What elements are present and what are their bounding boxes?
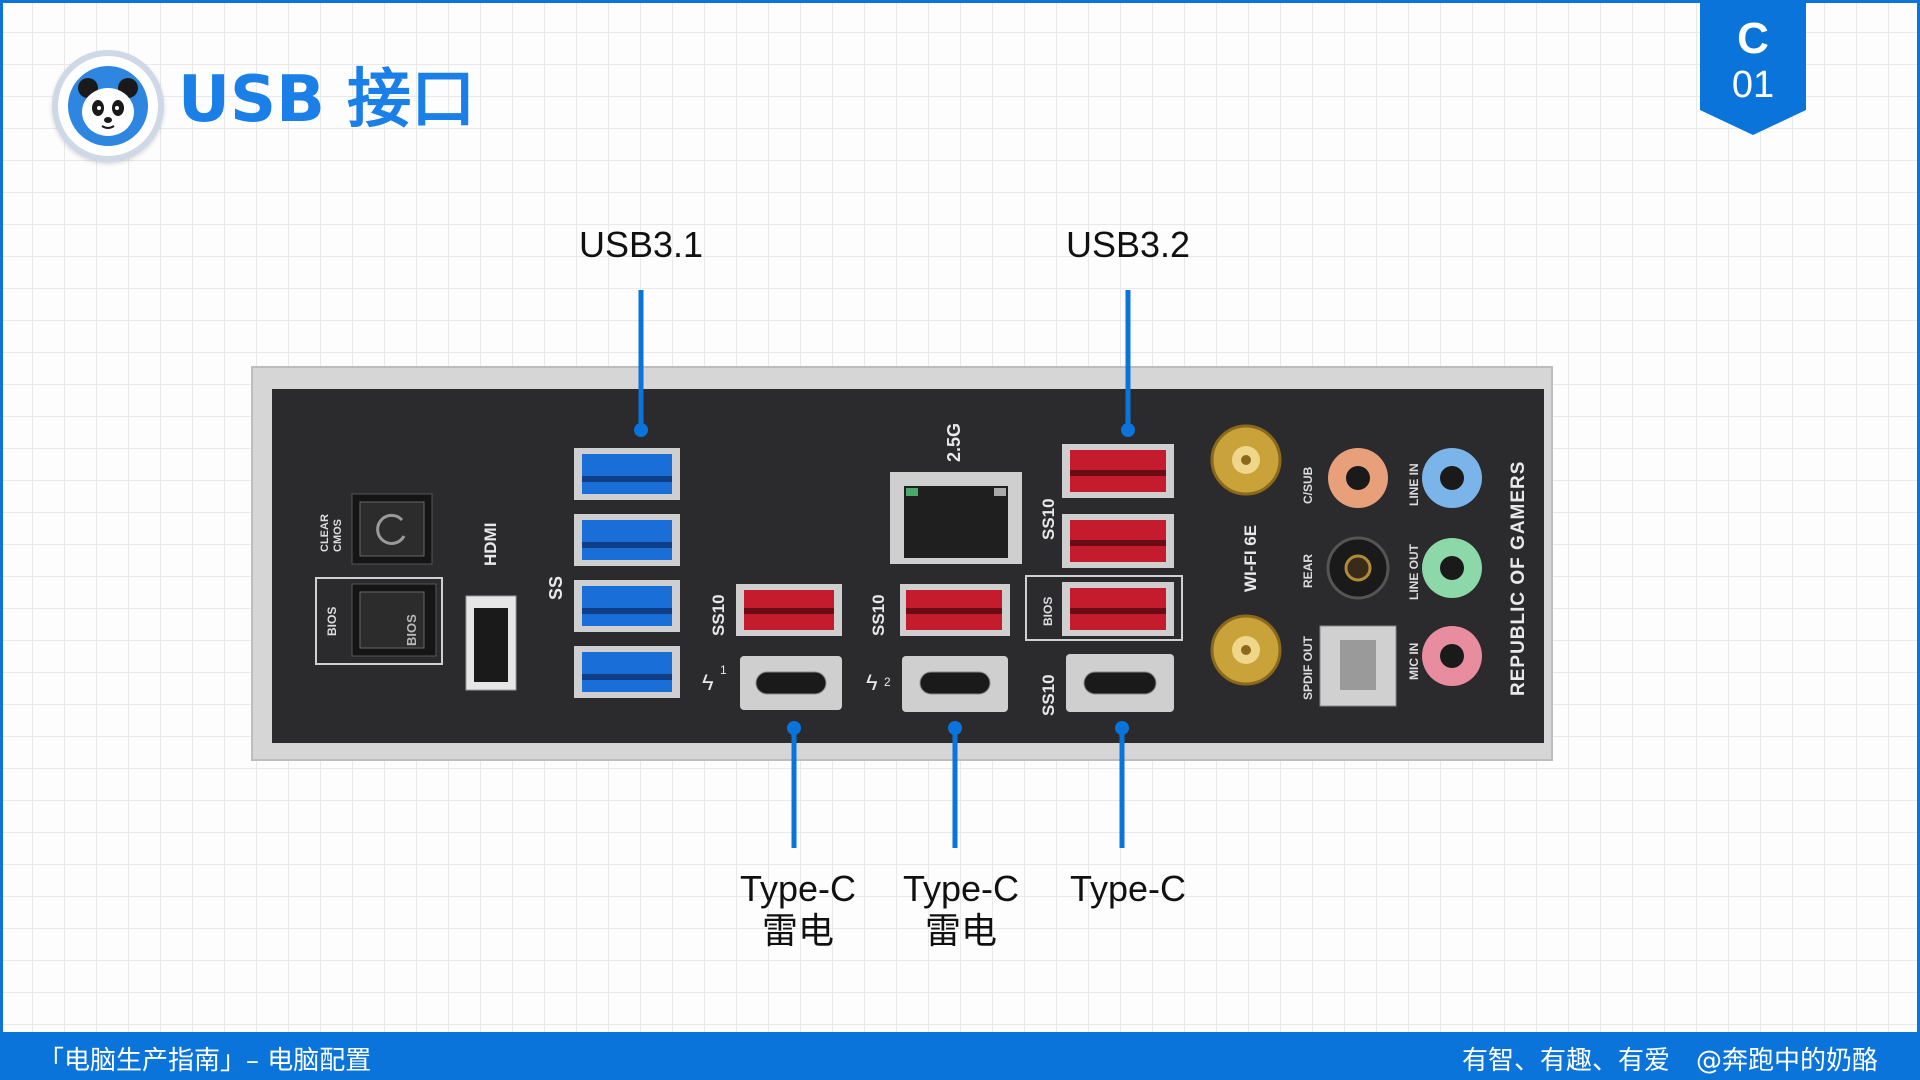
refresh-icon [376,513,406,545]
thunderbolt-label-1: 雷电 [761,910,834,951]
bios-usb-label: BIOS [1041,597,1055,626]
c-sub-label: C/SUB [1301,466,1315,504]
typec-label-1: Type-C [739,868,857,909]
footer-title: 「电脑生产指南」– 电脑配置 [38,1046,372,1076]
rear-label: REAR [1301,554,1315,588]
thunderbolt-icon-1: ϟ [702,670,714,695]
section-number: 01 [1731,64,1775,106]
usb31-ports [574,448,680,698]
footer-bar: 「电脑生产指南」– 电脑配置 有智、有趣、有爱 @奔跑中的奶酪 [0,1032,1920,1080]
section-letter: C [1737,14,1769,63]
bios-box [315,577,443,665]
clear-cmos-label-2: CMOS [332,519,344,552]
ss10-logo-2: SS10 [869,594,888,636]
typec-label-2: Type-C [902,868,1020,909]
lan-speed-label: 2.5G [944,423,964,462]
hdmi-label: HDMI [481,523,500,566]
tb2-label: 2 [884,675,891,689]
ss10-logo-3: SS10 [1039,498,1058,540]
ss-logo: SS [546,576,566,600]
io-panel-diagram: CLEAR CMOS BIOS BIOS HDMI SS SS10 ϟ 1 2.… [251,290,1553,848]
rog-label: REPUBLIC OF GAMERS [1508,461,1529,696]
panda-icon [78,78,138,136]
tb1-label: 1 [720,663,727,677]
ss10-logo-4: SS10 [1039,674,1058,716]
callout-lines [634,290,1135,848]
panda-logo [52,50,164,162]
bios-button-label: BIOS [404,614,419,646]
line-in-label: LINE IN [1407,463,1421,506]
clear-cmos-label-1: CLEAR [319,514,331,552]
usb32-ports [1062,444,1174,636]
thunderbolt-label-2: 雷电 [924,910,997,951]
usb32-label: USB3.2 [1065,224,1191,265]
typec-thunderbolt-label-2: Type-C 雷电 [891,868,1031,952]
spdif-label: SPDIF OUT [1301,635,1315,700]
typec-label-3-text: Type-C [1069,868,1187,909]
footer-slogan: 有智、有趣、有爱 @奔跑中的奶酪 [1461,1046,1878,1076]
slide-frame [0,0,1920,1033]
bios-usb-box [1025,575,1183,641]
wifi-label: WI-FI 6E [1241,525,1260,592]
page-title: USB 接口 [178,63,476,137]
mic-in-label: MIC IN [1407,643,1421,680]
ss10-logo-1: SS10 [709,594,728,636]
typec-label-3: Type-C [1058,868,1198,910]
line-out-label: LINE OUT [1407,543,1421,600]
section-tab [1700,0,1806,135]
thunderbolt-icon-2: ϟ [866,670,878,695]
typec-thunderbolt-label-1: Type-C 雷电 [728,868,868,952]
bios-label: BIOS [325,607,339,636]
usb31-label: USB3.1 [578,224,704,265]
